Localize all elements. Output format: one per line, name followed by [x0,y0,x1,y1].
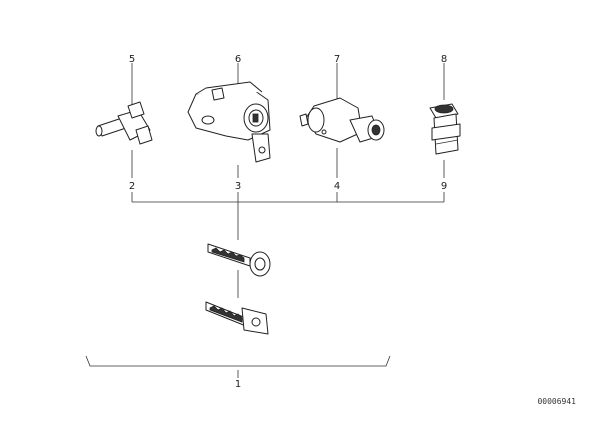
callout-3: 3 [235,181,241,192]
small-lock-cylinder-part [429,103,461,155]
callout-9: 9 [441,181,447,192]
ignition-lock-housing-part [187,81,271,163]
lock-cylinder-pin-part [95,101,153,145]
leader-lines [131,63,445,378]
group-bracket [85,355,391,367]
callout-6: 6 [235,54,241,65]
callout-8: 8 [441,54,447,65]
callout-4: 4 [334,181,340,192]
key-round-head-part [207,243,271,277]
callout-2: 2 [129,181,135,192]
door-lock-cylinder-part [299,97,385,143]
drawing-number: 00006941 [537,397,576,406]
callout-5: 5 [129,54,135,65]
key-square-head-part [205,301,269,335]
callout-1: 1 [235,379,241,390]
callout-7: 7 [334,54,340,65]
